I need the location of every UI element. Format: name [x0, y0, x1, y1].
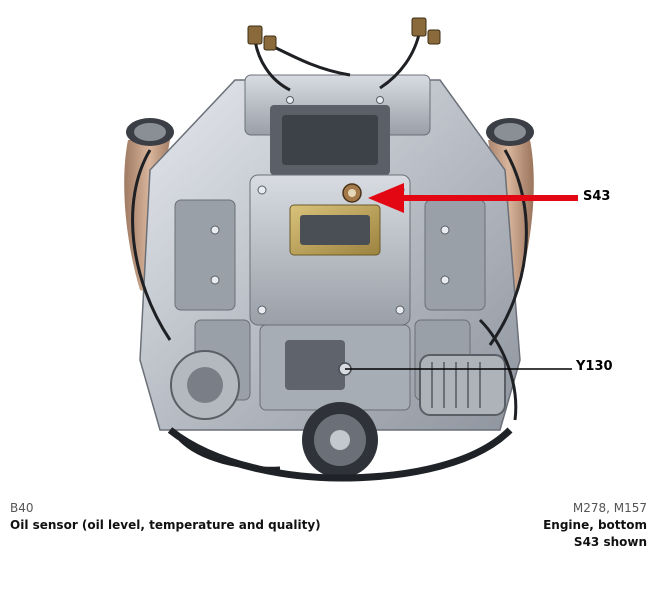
s43-label: S43 [583, 189, 611, 204]
crank-pulley [302, 402, 378, 478]
component-caption: B40 Oil sensor (oil level, temperature a… [10, 500, 321, 534]
connector-plugs [247, 17, 441, 51]
ac-compressor-right [419, 354, 506, 416]
component-code: B40 [10, 501, 34, 515]
oil-sensor-s43-location [342, 183, 362, 203]
component-description: Oil sensor (oil level, temperature and q… [10, 518, 321, 532]
view-caption: M278, M157 Engine, bottom S43 shown [543, 500, 647, 551]
s43-arrow [368, 183, 578, 213]
engine-models: M278, M157 [572, 501, 647, 515]
shown-note: S43 shown [573, 535, 647, 549]
y130-label: Y130 [576, 359, 613, 374]
wiring-harness [131, 29, 528, 470]
view-description: Engine, bottom [543, 518, 647, 532]
engine-illustration [124, 17, 578, 482]
drive-belt [167, 427, 513, 482]
alternator-left [170, 350, 240, 420]
